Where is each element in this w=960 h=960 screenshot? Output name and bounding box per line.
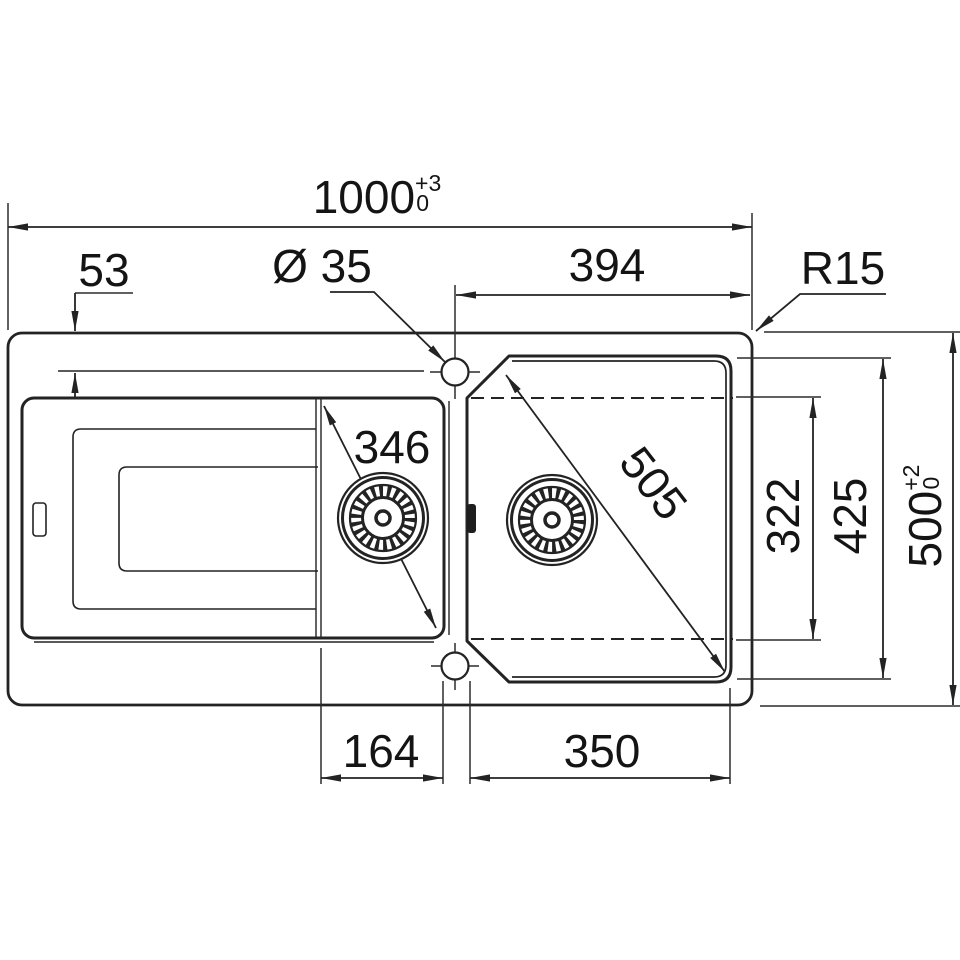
label-main-bowl-outer-depth: 425 <box>824 478 876 555</box>
label-rim-offset: 53 <box>78 244 129 296</box>
drainboard-middle-profile <box>72 428 316 610</box>
label-hole-span-left: 164 <box>343 725 420 777</box>
tap-hole-bottom <box>431 643 479 690</box>
strainer-basket-edge <box>348 483 418 553</box>
leader-line-corner-radius <box>755 293 886 332</box>
label-tap-hole-to-edge: 394 <box>569 239 646 291</box>
label-overall-depth: 500+20 <box>898 465 951 568</box>
dimension-linework <box>7 203 960 784</box>
tap-hole-top <box>430 285 480 399</box>
strainer-teeth <box>350 485 416 551</box>
strainer-inner-disc <box>530 498 574 542</box>
strainer-basket-edge <box>517 485 587 555</box>
tap-hole-top-circle <box>440 357 470 387</box>
small-bowl-strainer <box>336 471 430 565</box>
label-small-bowl-diagonal: 346 <box>354 421 431 473</box>
strainer-inner-disc <box>361 496 405 540</box>
main-bowl-inner-edge <box>512 360 727 678</box>
drainboard-overflow-slot <box>32 502 47 537</box>
main-bowl-strainer <box>505 473 599 567</box>
label-main-bowl-inner-depth: 322 <box>757 478 809 555</box>
label-corner-radius: R15 <box>801 242 885 294</box>
label-tap-hole-diameter: Ø 35 <box>272 240 372 292</box>
strainer-second-ring <box>341 476 425 560</box>
label-main-bowl-bottom-width: 350 <box>564 725 641 777</box>
strainer-center-hole <box>374 509 392 527</box>
dim-line-main-bowl-diagonal <box>505 374 726 673</box>
leader-line-tap-hole-diameter <box>330 291 446 363</box>
strainer-second-ring <box>510 478 594 562</box>
drainboard-inner-profile <box>118 466 318 572</box>
strainer-center-hole <box>543 511 561 529</box>
main-bowl-overflow-notch <box>467 504 476 533</box>
tap-hole-bottom-circle <box>440 651 470 681</box>
strainer-teeth <box>519 487 585 553</box>
